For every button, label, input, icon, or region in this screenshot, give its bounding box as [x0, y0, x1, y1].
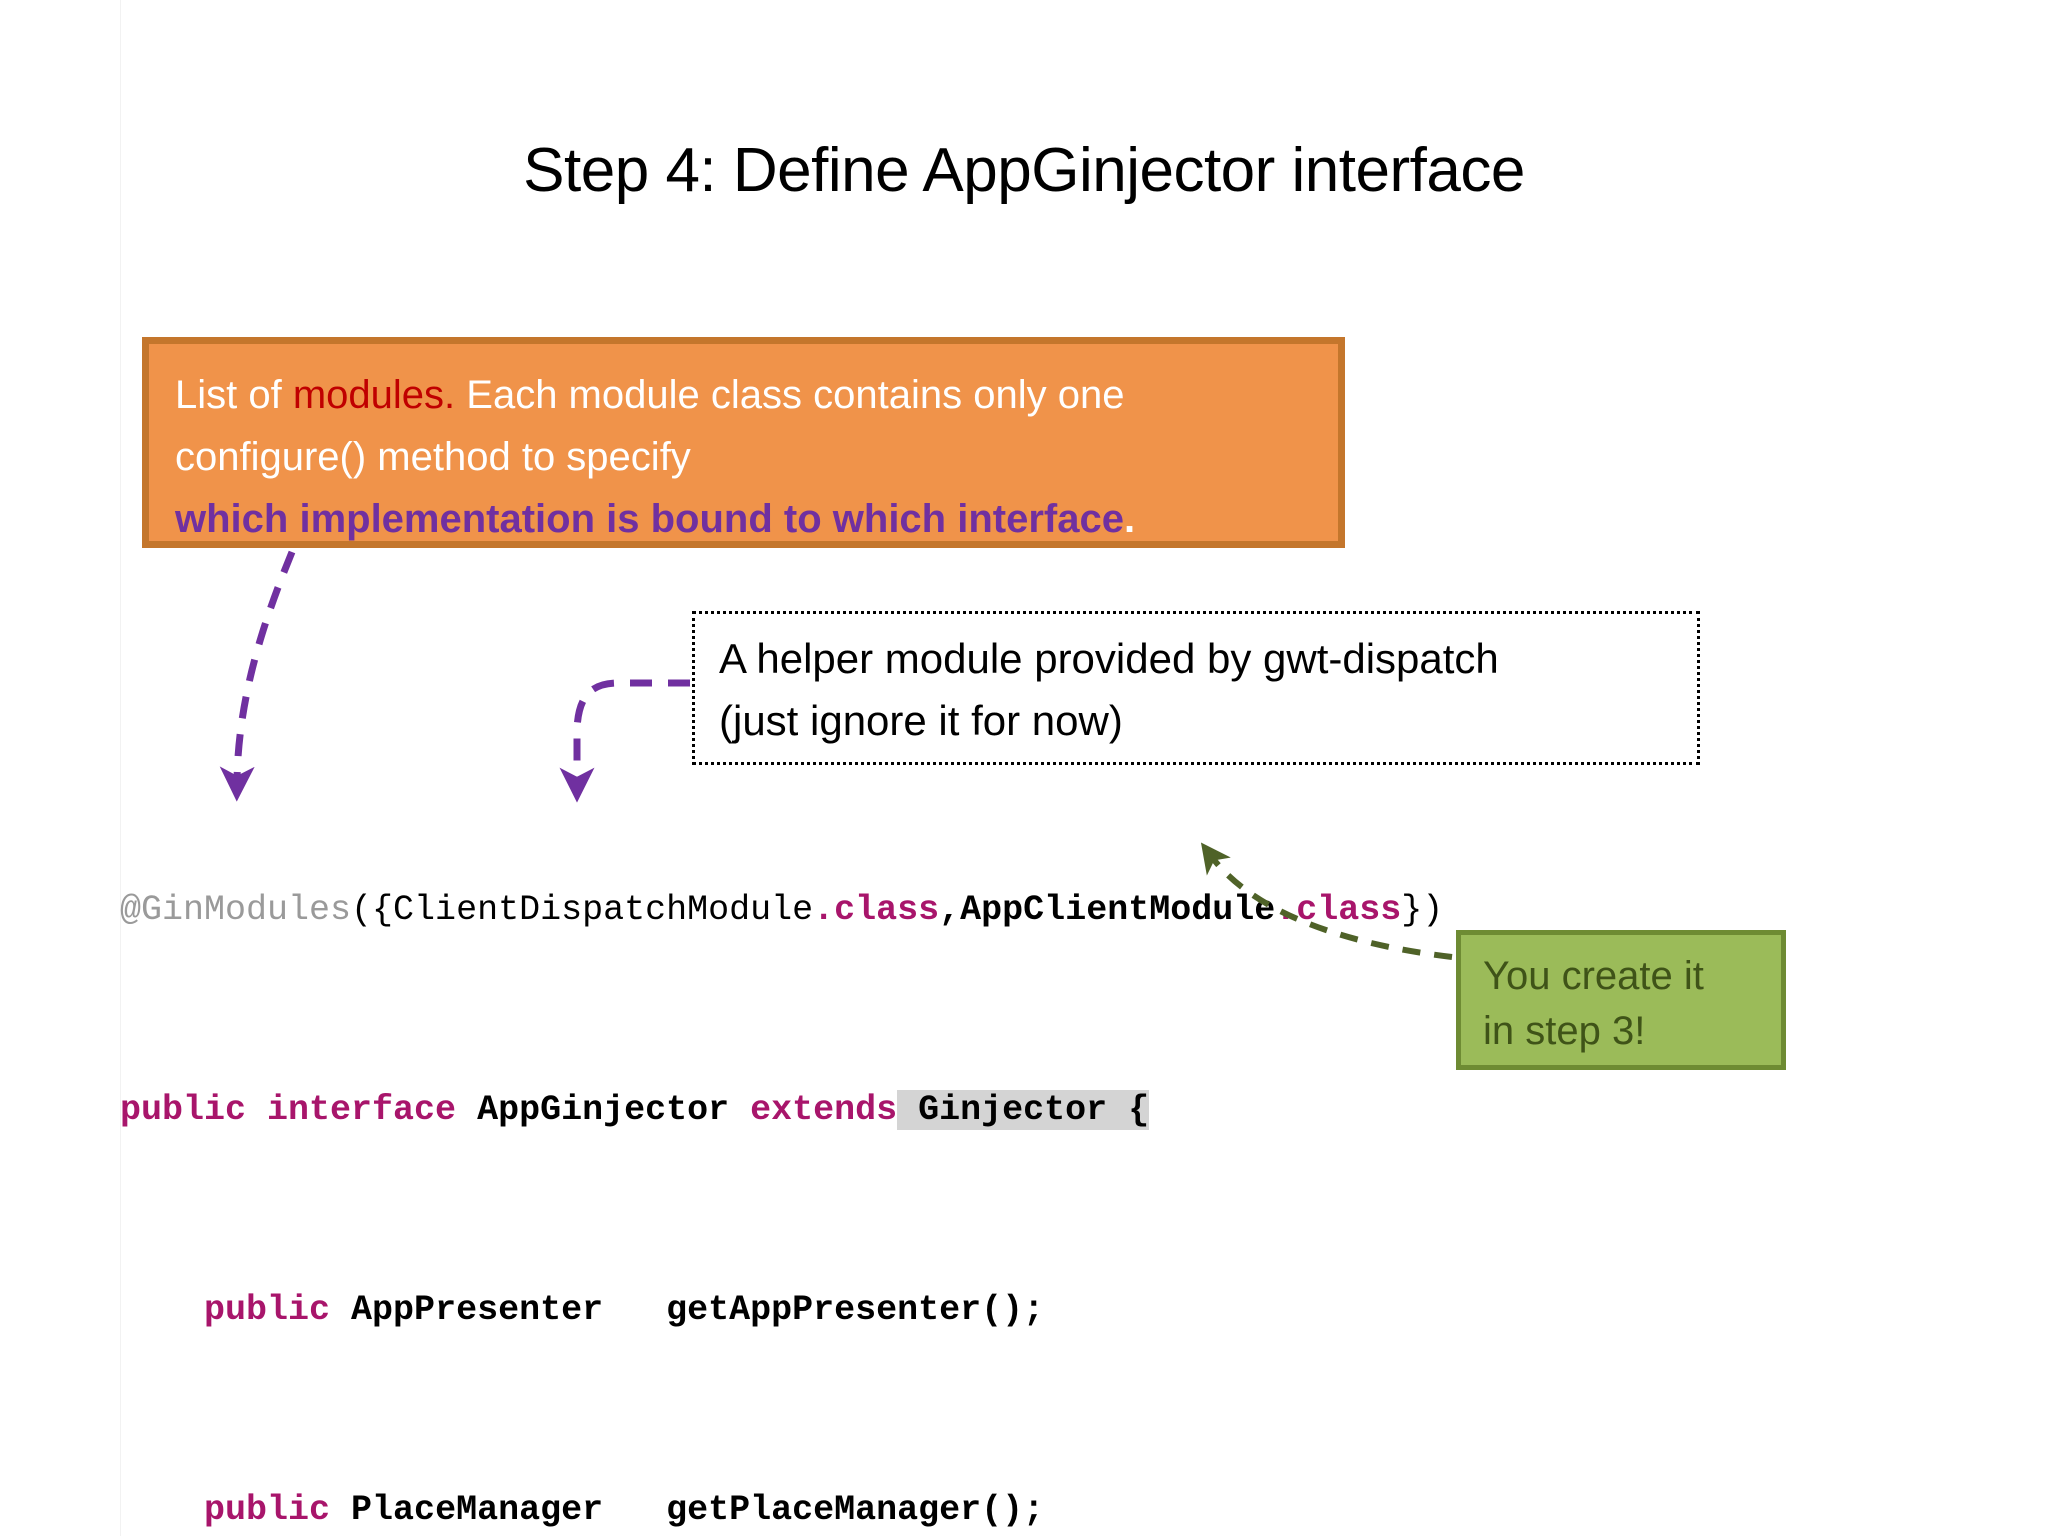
token-comma: , [939, 890, 961, 930]
token-public-4: public [120, 1490, 331, 1530]
token-extends-keyword: extends [750, 1090, 898, 1130]
helper-note-line-2: (just ignore it for now) [719, 697, 1123, 744]
code-line-get-app-presenter: public AppPresenter getAppPresenter(); [120, 1285, 1443, 1335]
token-interface-name: AppGinjector [456, 1090, 751, 1130]
orange-callout-line-1: List of modules. Each module class conta… [175, 364, 1312, 426]
token-public-interface: public interface [120, 1090, 457, 1130]
helper-note-line-1: A helper module provided by gwt-dispatch [719, 635, 1499, 682]
token-class-literal-2: .class [1275, 890, 1402, 930]
token-method-get-place-manager: getPlaceManager(); [645, 1490, 1045, 1530]
orange-callout-box: List of modules. Each module class conta… [142, 337, 1345, 548]
token-type-app-presenter: AppPresenter [330, 1290, 646, 1330]
token-method-get-app-presenter: getAppPresenter(); [645, 1290, 1045, 1330]
token-public-3: public [120, 1290, 331, 1330]
green-callout-box: You create it in step 3! [1456, 930, 1786, 1070]
arrow-helper-to-clientdispatchmodule [559, 679, 690, 803]
code-line-interface-decl: public interface AppGinjector extends Gi… [120, 1085, 1443, 1135]
orange-line1-modules-keyword: modules. [292, 373, 456, 417]
arrow-orange-to-ginmodules [219, 550, 296, 802]
orange-callout-line-2: configure() method to specify [175, 435, 691, 479]
orange-line3-period: . [1123, 497, 1136, 541]
green-callout-line-2: in step 3! [1483, 1009, 1646, 1053]
orange-line3-bold-text: which implementation is bound to which i… [175, 497, 1124, 541]
page-title: Step 4: Define AppGinjector interface [523, 136, 1525, 205]
orange-line1-suffix: Each module class contains only one [455, 373, 1125, 417]
token-close-modules-list: }) [1401, 890, 1444, 930]
helper-note-box: A helper module provided by gwt-dispatch… [692, 611, 1700, 765]
token-gin-modules-annotation: @GinModules [120, 890, 352, 930]
page-left-rule [120, 0, 121, 1536]
token-app-client-module: AppClientModule [960, 890, 1276, 930]
orange-line1-prefix: List of [175, 373, 293, 417]
token-open-modules-list: ({ClientDispatchModule [351, 890, 814, 930]
code-snippet: @GinModules({ClientDispatchModule.class,… [120, 785, 1443, 1536]
code-line-annotation: @GinModules({ClientDispatchModule.class,… [120, 885, 1443, 935]
code-line-get-place-manager: public PlaceManager getPlaceManager(); [120, 1485, 1443, 1535]
token-class-literal-1: .class [813, 890, 940, 930]
token-type-place-manager: PlaceManager [330, 1490, 646, 1530]
token-ginjector-supertype-highlighted: Ginjector { [897, 1090, 1150, 1130]
green-callout-line-1: You create it [1483, 954, 1704, 998]
orange-callout-line-3: which implementation is bound to which i… [175, 488, 1312, 550]
